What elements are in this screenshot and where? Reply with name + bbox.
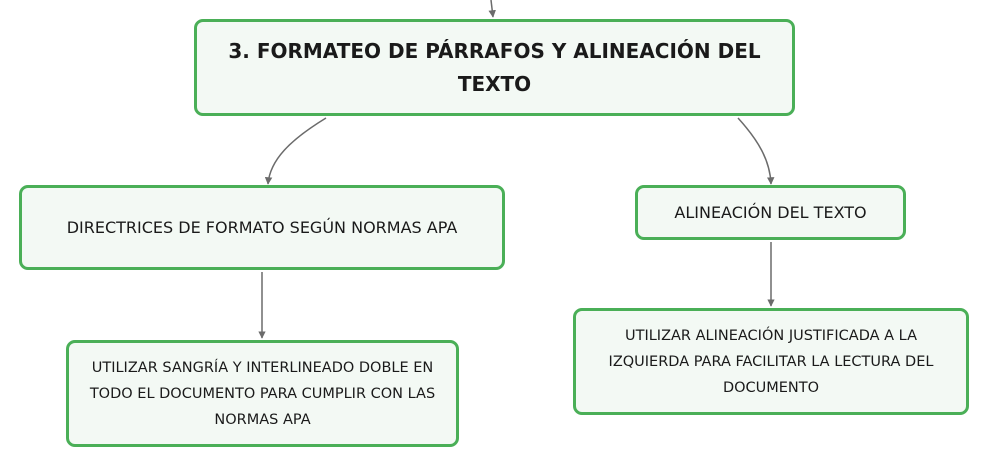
branch-node-apa-guidelines[interactable]: DIRECTRICES DE FORMATO SEGÚN NORMAS APA bbox=[19, 185, 505, 270]
root-topic-label: 3. FORMATEO DE PÁRRAFOS Y ALINEACIÓN DEL… bbox=[228, 38, 761, 96]
connector-parent-to-root bbox=[488, 0, 496, 18]
root-topic-node[interactable]: 3. FORMATEO DE PÁRRAFOS Y ALINEACIÓN DEL… bbox=[194, 19, 795, 116]
branch-label: DIRECTRICES DE FORMATO SEGÚN NORMAS APA bbox=[66, 218, 458, 237]
connector-root-to-left-branch bbox=[264, 117, 327, 185]
branch-node-text-alignment[interactable]: ALINEACIÓN DEL TEXTO bbox=[635, 185, 906, 240]
leaf-label: UTILIZAR ALINEACIÓN JUSTIFICADA A LA IZQ… bbox=[608, 327, 934, 396]
leaf-node-indent-spacing[interactable]: UTILIZAR SANGRÍA Y INTERLINEADO DOBLE EN… bbox=[66, 340, 459, 447]
leaf-label: UTILIZAR SANGRÍA Y INTERLINEADO DOBLE EN… bbox=[89, 359, 436, 428]
leaf-node-justified-alignment[interactable]: UTILIZAR ALINEACIÓN JUSTIFICADA A LA IZQ… bbox=[573, 308, 969, 415]
branch-label: ALINEACIÓN DEL TEXTO bbox=[674, 203, 867, 222]
connector-root-to-right-branch bbox=[737, 117, 775, 185]
